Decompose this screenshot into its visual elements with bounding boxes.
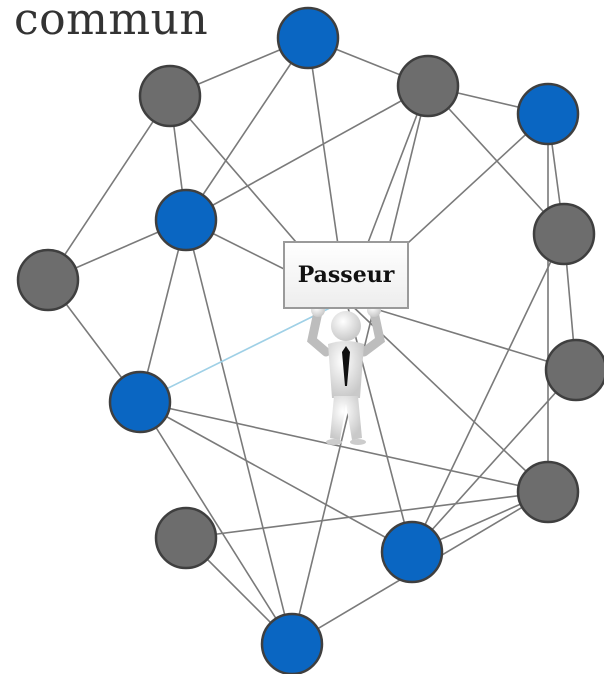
node-n3-gray — [396, 54, 460, 118]
edge-n3-n7 — [427, 85, 565, 235]
node-n6-gray — [16, 248, 80, 312]
node-n13-blue — [260, 612, 324, 674]
node-n11-gray — [154, 506, 218, 570]
node-n4-blue — [516, 82, 580, 146]
edge-n8-center — [139, 299, 347, 403]
sign-label: Passeur — [298, 262, 395, 288]
edge-n5-n13 — [185, 219, 293, 645]
node-n9-gray — [544, 338, 604, 402]
node-n7-gray — [532, 202, 596, 266]
edge-n1-n5 — [185, 37, 309, 221]
edge-n5-n8 — [139, 219, 187, 403]
edge-n7-n10 — [411, 233, 565, 553]
node-n8-blue — [108, 370, 172, 434]
edge-n8-n13 — [139, 401, 293, 645]
node-n2-gray — [138, 64, 202, 128]
edge-n9-n10 — [411, 369, 577, 553]
node-n5-blue — [154, 188, 218, 252]
edge-center-n9 — [345, 299, 577, 371]
node-n12-gray — [516, 460, 580, 524]
edge-n8-n10 — [139, 401, 413, 553]
edge-n3-n5 — [185, 85, 429, 221]
edge-n2-n6 — [47, 95, 171, 281]
nodes-layer — [16, 6, 604, 674]
edge-n11-n12 — [185, 491, 549, 539]
passeur-sign: Passeur — [283, 241, 409, 309]
person-holding-sign-icon — [307, 303, 386, 445]
node-n1-blue — [276, 6, 340, 70]
page-title: commun — [14, 0, 209, 45]
node-n10-blue — [380, 520, 444, 584]
